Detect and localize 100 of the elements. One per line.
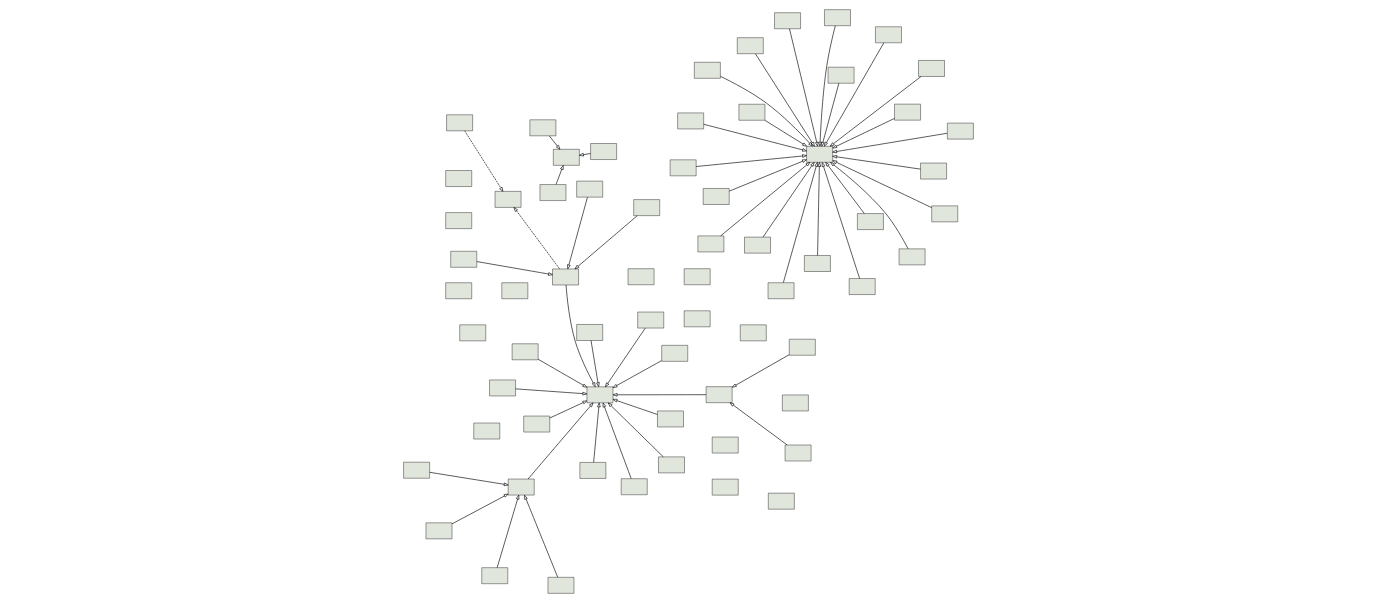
node-box (547, 577, 575, 594)
arrow (821, 162, 860, 279)
arrow (832, 155, 921, 170)
arrow (720, 76, 813, 147)
node-box (627, 268, 655, 285)
node-box (445, 170, 472, 187)
node-box (523, 415, 550, 433)
arrow (567, 196, 588, 270)
node-box (683, 268, 711, 285)
arrow (527, 402, 594, 480)
node-box (918, 60, 945, 77)
arrow (524, 494, 559, 578)
arrow (783, 162, 818, 283)
node-box (481, 567, 508, 584)
node-box (446, 114, 473, 131)
arrow (605, 327, 646, 388)
node-box (450, 251, 477, 268)
node-box (658, 456, 685, 474)
arrow (612, 398, 658, 415)
node-box (712, 436, 739, 454)
node-box (920, 162, 947, 180)
node-box (740, 324, 767, 342)
arrow (607, 402, 664, 458)
node-box (774, 12, 801, 29)
node-box (657, 410, 684, 428)
arrow (513, 207, 560, 270)
arrow (720, 162, 811, 237)
node-box (539, 184, 567, 201)
arrow (579, 152, 591, 157)
arrow (464, 130, 504, 192)
node-box (702, 188, 730, 205)
node-box (576, 180, 603, 198)
node-box (669, 159, 697, 177)
arrow (451, 493, 509, 525)
node-box (744, 236, 771, 254)
arrow (703, 123, 807, 152)
arrow (695, 154, 807, 167)
node-box (473, 422, 500, 440)
node-box (661, 345, 688, 362)
node-box (459, 324, 486, 342)
arrow (817, 162, 822, 256)
node-box (784, 444, 812, 462)
arrow (755, 53, 815, 147)
node-box (848, 278, 876, 295)
arrow (612, 360, 662, 388)
node-box (489, 379, 516, 397)
node-box (677, 112, 704, 130)
arrow (612, 393, 707, 397)
arrow (764, 120, 807, 147)
node-box (637, 311, 664, 329)
arrow (821, 82, 840, 147)
node-box (898, 248, 926, 266)
node-box (737, 37, 764, 54)
node-box (553, 149, 580, 166)
node-box (529, 119, 557, 136)
node-box (501, 282, 529, 299)
node-box (827, 67, 855, 84)
node-box (508, 478, 535, 496)
arrow (548, 135, 561, 150)
arrow (729, 159, 807, 192)
node-box (789, 339, 816, 356)
node-box (586, 386, 614, 404)
node-box (705, 386, 733, 403)
arrow (731, 354, 790, 388)
arrow (515, 388, 588, 396)
arrow (565, 284, 596, 387)
node-box (552, 268, 579, 286)
arrow (832, 118, 895, 149)
arrow (593, 402, 601, 463)
node-box (931, 205, 958, 223)
node-box (857, 213, 884, 230)
node-box (875, 26, 902, 43)
arrow (832, 132, 948, 154)
node-box (712, 478, 739, 496)
arrow (832, 160, 933, 208)
node-box (947, 122, 974, 140)
arrow (574, 215, 638, 270)
arrow (549, 400, 588, 419)
node-box (579, 462, 607, 479)
node-box (738, 104, 766, 121)
arrow (602, 402, 632, 479)
arrow (537, 358, 588, 388)
arrow (829, 76, 922, 147)
node-box (767, 282, 795, 299)
node-box (633, 199, 660, 216)
node-box (576, 324, 603, 341)
arrow (825, 162, 865, 214)
arrow (555, 165, 564, 185)
arrow (789, 28, 819, 147)
node-box (494, 191, 522, 208)
arrow (830, 162, 909, 250)
node-box (425, 522, 453, 540)
arrow (762, 162, 815, 238)
arrow (824, 42, 885, 147)
node-box (445, 282, 472, 299)
node-box (590, 143, 617, 160)
arrow (429, 472, 509, 486)
node-box (445, 212, 472, 229)
node-box (697, 235, 725, 253)
node-box (403, 462, 430, 479)
